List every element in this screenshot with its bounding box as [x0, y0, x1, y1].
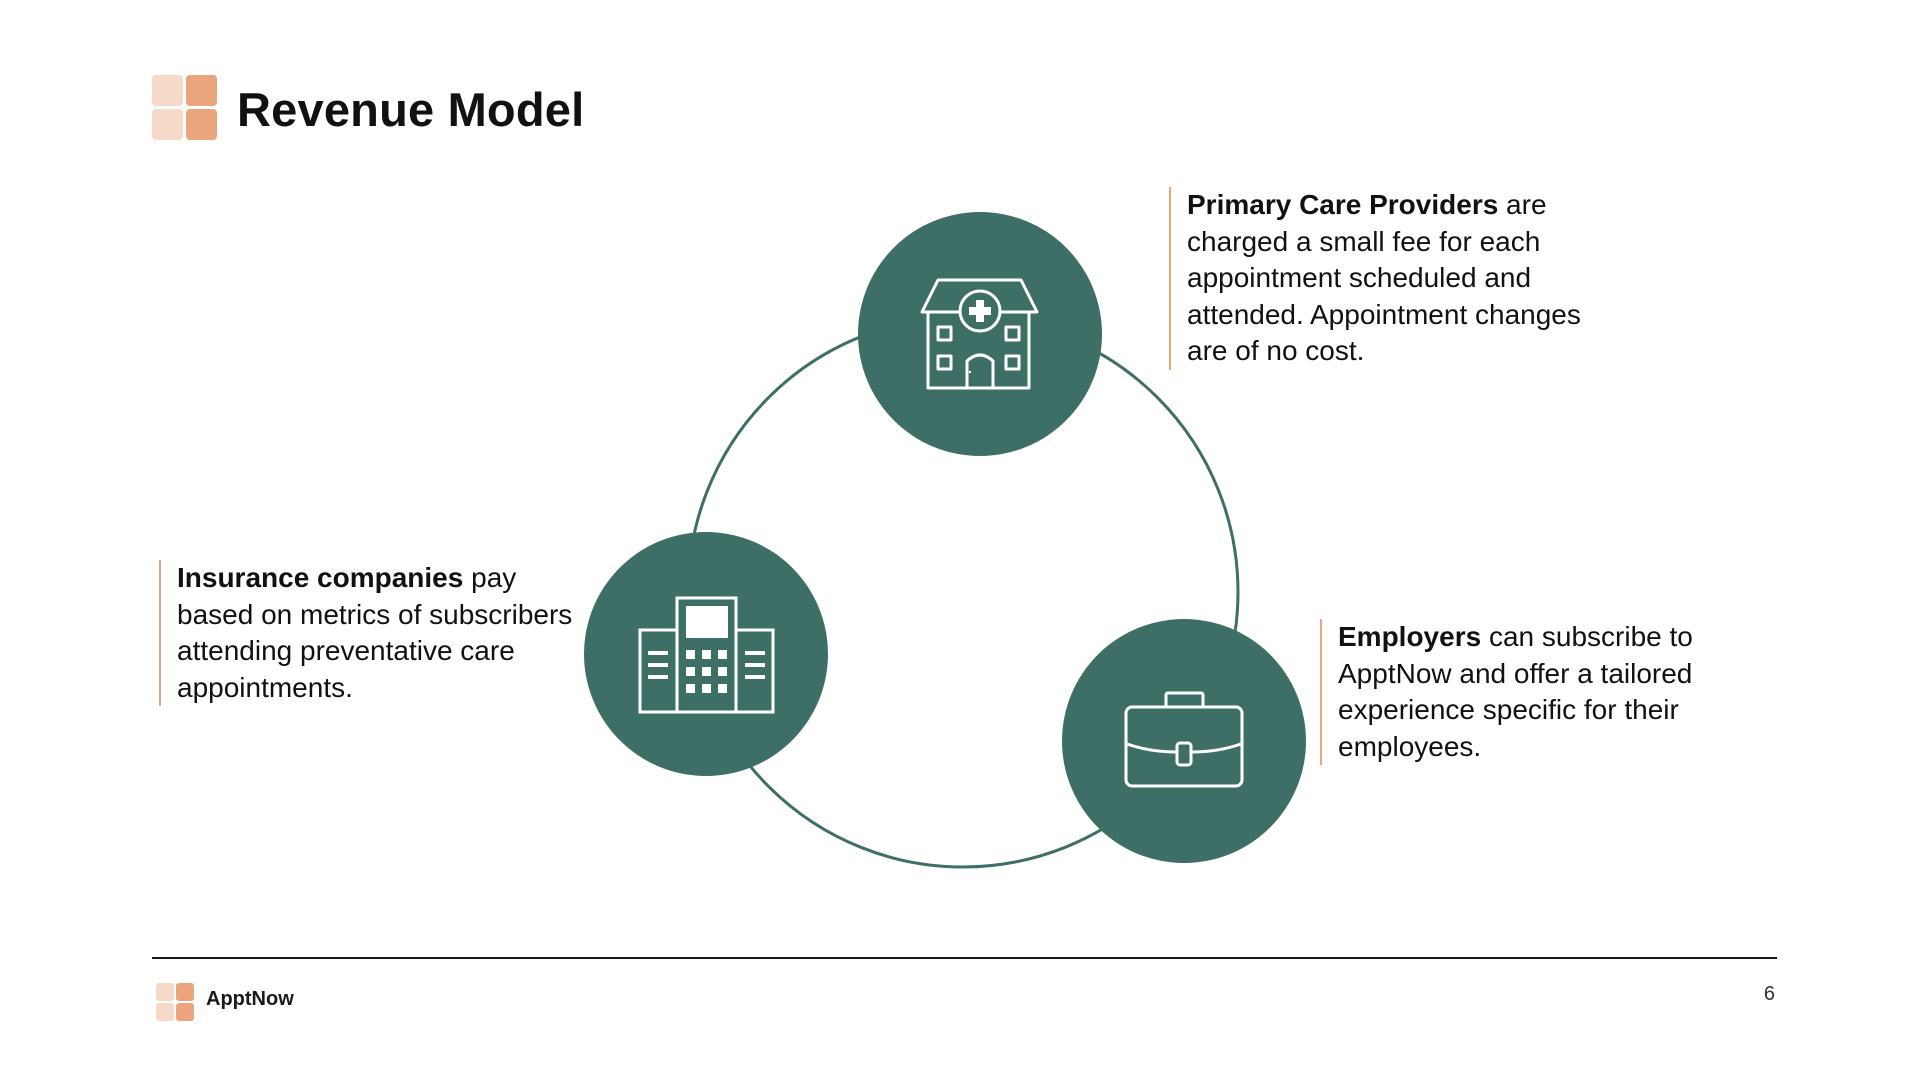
node-insurance: [584, 532, 828, 776]
callout-insurance: Insurance companies pay based on metrics…: [159, 560, 577, 706]
logo-square: [186, 75, 217, 106]
callout-lead: Primary Care Providers: [1187, 189, 1499, 220]
callout-primary-care: Primary Care Providers are charged a sma…: [1169, 187, 1607, 370]
callout-employers: Employers can subscribe to ApptNow and o…: [1320, 619, 1778, 765]
footer-brand-name: ApptNow: [206, 988, 294, 1010]
node-circle: [1062, 619, 1306, 863]
callout-lead: Insurance companies: [177, 562, 464, 593]
logo-square: [152, 75, 183, 106]
page-number: 6: [1763, 983, 1775, 1005]
callout-text: can subscribe to ApptNow and offer a tai…: [1338, 621, 1693, 762]
slide-title: Revenue Model: [237, 83, 585, 136]
logo-square: [176, 1003, 194, 1021]
logo-square: [156, 1003, 174, 1021]
office-building-icon: [638, 596, 775, 714]
header-logo: [152, 75, 217, 140]
logo-square: [186, 109, 217, 140]
node-employers: [1062, 619, 1306, 863]
callout-text: pay based on metrics of subscribers atte…: [177, 562, 573, 703]
briefcase-icon: [1124, 691, 1244, 788]
footer-divider: [152, 957, 1777, 959]
callout-lead: Employers: [1338, 621, 1482, 652]
logo-square: [156, 983, 174, 1001]
node-circle: [858, 212, 1102, 456]
logo-square: [176, 983, 194, 1001]
logo-square: [152, 109, 183, 140]
hospital-icon: [920, 278, 1039, 390]
callout-text: are charged a small fee for each appoint…: [1187, 189, 1581, 366]
node-primary-care: [858, 212, 1102, 456]
footer-logo: [156, 983, 194, 1021]
